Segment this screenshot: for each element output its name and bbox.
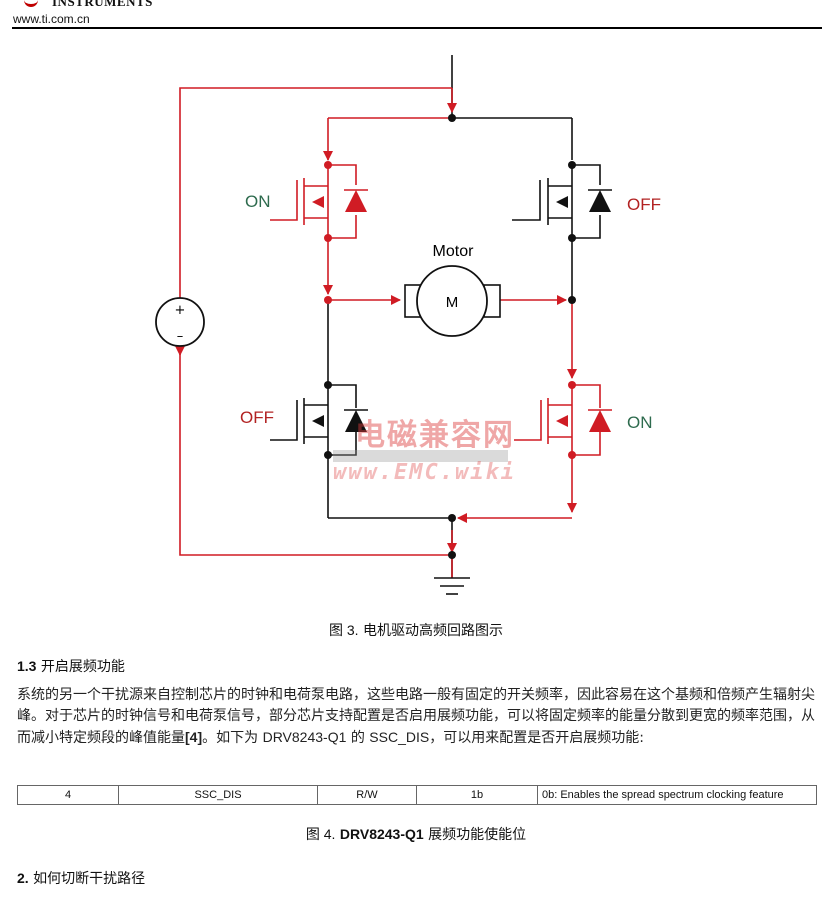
figure-4-number: 图 4.	[305, 826, 336, 842]
wires-black	[270, 55, 601, 578]
paragraph-text-3: 的	[346, 730, 370, 746]
ti-logo-icon	[24, 0, 38, 7]
type-cell: R/W	[317, 785, 417, 805]
section-2-number: 2.	[17, 870, 29, 886]
state-label-top-left: ON	[245, 192, 271, 211]
figure-3-caption: 图 3. 电机驱动高频回路图示	[0, 620, 832, 640]
motor-title: Motor	[433, 243, 475, 260]
motor-symbol-label: M	[446, 294, 459, 311]
header-rule	[12, 27, 822, 29]
reference-link[interactable]: [4]	[185, 729, 203, 745]
current-path-red	[175, 87, 601, 578]
motor-symbol	[404, 265, 501, 337]
figure-4-part: DRV8243-Q1	[339, 826, 424, 842]
section-2-heading: 2. 如何切断干扰路径	[17, 868, 145, 888]
junction-dots	[324, 114, 576, 559]
field-cell: SSC_DIS	[118, 785, 318, 805]
figure-4-title: 展频功能使能位	[428, 827, 527, 843]
reset-cell: 1b	[416, 785, 538, 805]
figure-3-number: 图 3.	[328, 622, 359, 638]
paragraph-text-2: 。如下为	[202, 730, 263, 746]
table-row: 4 SSC_DIS R/W 1b 0b: Enables the spread …	[17, 785, 817, 805]
h-bridge-diagram: M Motor + – ON OFF OFF ON	[155, 55, 661, 595]
supply-minus: –	[177, 329, 184, 344]
part-number: DRV8243-Q1	[262, 729, 347, 745]
section-1-3-heading: 1.3 开启展频功能	[17, 656, 125, 676]
state-label-bottom-right: ON	[627, 413, 653, 432]
bit-cell: 4	[17, 785, 119, 805]
brand-name: INSTRUMENTS	[52, 0, 153, 9]
figure-4-caption: 图 4. DRV8243-Q1 展频功能使能位	[0, 824, 832, 844]
figure-3-title: 电机驱动高频回路图示	[363, 623, 504, 639]
register-table: 4 SSC_DIS R/W 1b 0b: Enables the spread …	[17, 785, 817, 805]
watermark-band	[333, 450, 508, 462]
register-name: SSC_DIS	[369, 729, 430, 745]
section-1-3-number: 1.3	[17, 658, 37, 674]
body-paragraph: 系统的另一个干扰源来自控制芯片的时钟和电荷泵电路，这些电路一般有固定的开关频率，…	[17, 685, 817, 749]
supply-plus: +	[175, 303, 186, 318]
section-2-title: 如何切断干扰路径	[33, 871, 146, 887]
diode-icons	[344, 189, 612, 432]
ground-icon	[434, 577, 470, 595]
watermark-text: 电磁兼容网	[355, 418, 515, 453]
paragraph-text-4: ，可以用来配置是否开启展频功能:	[429, 730, 644, 746]
section-1-3-title: 开启展频功能	[40, 659, 125, 675]
description-cell: 0b: Enables the spread spectrum clocking…	[537, 785, 817, 805]
state-label-bottom-left: OFF	[240, 408, 274, 427]
paragraph-text-1: 系统的另一个干扰源来自控制芯片的时钟和电荷泵电路，这些电路一般有固定的开关频率，…	[17, 687, 815, 746]
supply-source-icon	[155, 297, 205, 347]
site-url: www.ti.com.cn	[13, 12, 90, 26]
watermark-url: www.EMC.wiki	[333, 460, 516, 485]
state-label-top-right: OFF	[627, 195, 661, 214]
